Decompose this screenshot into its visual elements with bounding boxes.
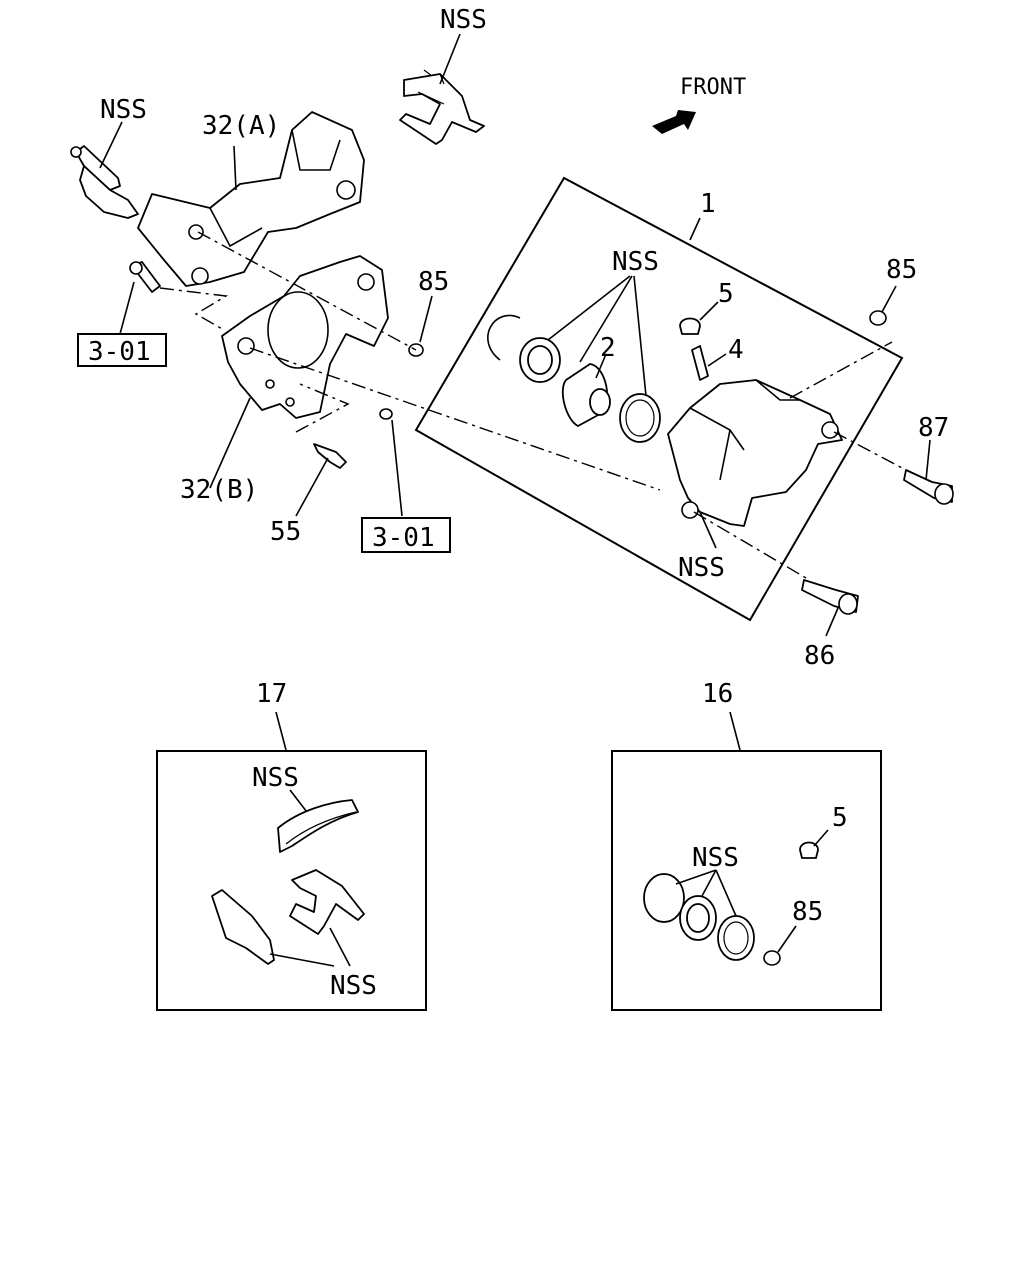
left-pad-clip: NSS	[70, 95, 147, 219]
bracket-32b: 32(B)	[180, 255, 389, 505]
kit-17-nss-pad: NSS	[252, 763, 299, 793]
caliper-assembly-1: 1	[414, 176, 904, 622]
ref-box-center	[361, 517, 451, 553]
washer-85-right: 85	[869, 255, 917, 326]
bolt-87: 87	[903, 413, 954, 505]
nss-label-caliper: NSS	[678, 553, 725, 583]
piston-2-label: 2	[600, 333, 616, 363]
front-label: FRONT	[680, 75, 746, 100]
bolt-55-label: 55	[270, 517, 301, 547]
kit-16-washer-85: 85	[792, 897, 823, 927]
kit-17-box	[156, 750, 427, 1011]
washer-85-left-label: 85	[418, 267, 449, 297]
piston-seal-set: NSS 2	[487, 247, 661, 443]
bolt-55: 55	[270, 383, 350, 547]
front-arrow-icon	[652, 110, 696, 134]
caliper-1-label: 1	[700, 189, 716, 219]
cap-5-label: 5	[718, 279, 734, 309]
washer-85-left: 85 3-01	[361, 267, 451, 553]
bleeder-and-cap: 5 4	[679, 279, 744, 381]
kit-16-number: 16	[702, 679, 733, 709]
top-clip: NSS	[399, 5, 487, 145]
bracket-32a: 32(A)	[137, 111, 365, 287]
nss-label-top-clip: NSS	[440, 5, 487, 35]
kit-17: 17 NSS NSS	[156, 679, 427, 1011]
front-indicator: FRONT	[652, 75, 746, 134]
washer-85-right-label: 85	[886, 255, 917, 285]
bolt-left-3-01: 3-01	[77, 261, 229, 367]
ref-label-center: 3-01	[372, 523, 435, 553]
bracket-32b-label: 32(B)	[180, 475, 258, 505]
bolt-87-label: 87	[918, 413, 949, 443]
ref-label-left: 3-01	[88, 337, 151, 367]
kit-16-nss-seals: NSS	[692, 843, 739, 873]
nss-label-left-clip: NSS	[100, 95, 147, 125]
nss-label-seals: NSS	[612, 247, 659, 277]
bolt-86: 86	[801, 579, 859, 671]
bolt-86-label: 86	[804, 641, 835, 671]
kit-16: 16 NSS 5 85	[611, 679, 882, 1011]
kit-16-box	[611, 750, 882, 1011]
kit-17-nss-clips: NSS	[330, 971, 377, 1001]
kit-17-number: 17	[256, 679, 287, 709]
bracket-32a-label: 32(A)	[202, 111, 280, 141]
ref-box-left	[77, 333, 167, 367]
kit-16-cap-5: 5	[832, 803, 848, 833]
caliper-body: NSS	[667, 341, 907, 583]
bleeder-4-label: 4	[728, 335, 744, 365]
